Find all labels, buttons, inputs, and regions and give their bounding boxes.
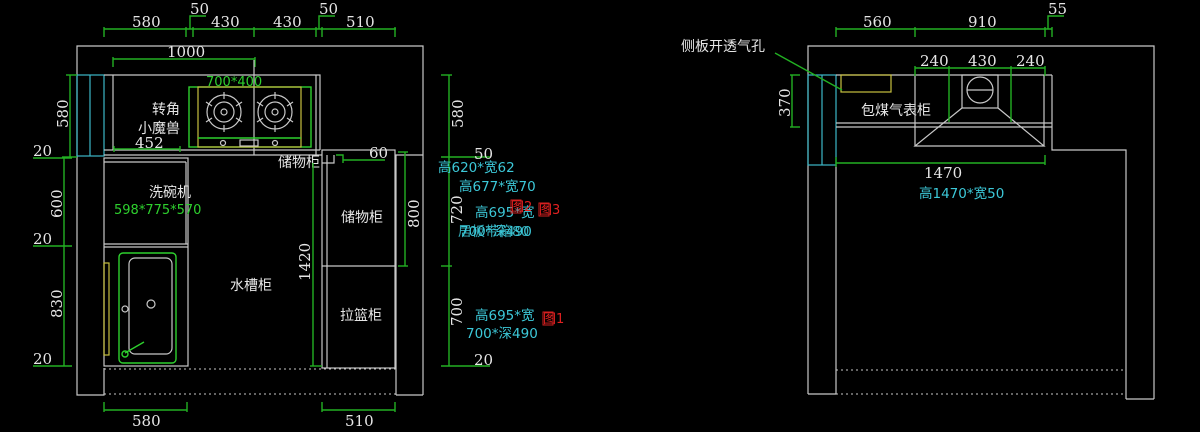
dim-700: 700: [448, 297, 466, 326]
dim-60: 60: [369, 144, 388, 162]
bottom-dims: 580 510: [103, 402, 396, 430]
vent-hole: [840, 74, 892, 93]
annotation-5: 高695*宽: [475, 307, 535, 324]
dim-800: 800: [405, 199, 423, 228]
figure-tag-3: 图3: [539, 203, 560, 218]
vent-note-label: 侧板开透气孔: [681, 39, 765, 55]
basket-cabinet-label: 拉篮柜: [340, 308, 382, 324]
range-hood: [913, 74, 1046, 147]
annotation-2: 高677*宽70: [459, 178, 536, 195]
svg-text:1000: 1000: [167, 43, 205, 61]
dim-50-right: 50: [474, 145, 493, 163]
wall-cabinets-right: 包煤气表柜: [836, 74, 1052, 128]
annotation-3: 高695*宽: [475, 204, 535, 221]
burner-left-icon: [205, 92, 243, 132]
size-annotations: 高620*宽62 高677*宽70 高695*宽 700*深490 居板带箱80…: [438, 159, 538, 342]
dim-452: 452: [113, 134, 181, 152]
corner-label-2: 小魔兽: [138, 121, 180, 137]
dim-1000: 1000: [112, 43, 256, 67]
left-vertical-dims: 580 20 600 20 830 20: [33, 74, 77, 368]
dim-830: 830: [48, 289, 66, 318]
dim-580-top: 580: [132, 13, 161, 31]
dim-240-right: 240: [1016, 52, 1045, 70]
svg-text:1470: 1470: [924, 164, 962, 182]
hob-size-label: 700*400: [206, 75, 262, 90]
dim-240-left: 240: [920, 52, 949, 70]
dishwasher-cabinet: 洗碗机 598*775*570: [103, 157, 201, 367]
corner-label-1: 转角: [152, 102, 180, 118]
annotation-6: 700*深490: [466, 326, 538, 342]
room-outline: [76, 45, 424, 396]
right-vertical-dims: 580 50 720 700 20: [441, 74, 493, 369]
meter-cabinet-label: 包煤气表柜: [861, 103, 931, 119]
dim-510-bottom: 510: [345, 412, 374, 430]
figure-tag-2: 图2: [511, 200, 532, 215]
svg-text:370: 370: [776, 88, 794, 117]
vent-note: 侧板开透气孔: [681, 39, 843, 91]
sink-unit: 水槽柜: [103, 252, 272, 364]
panel-size-annotation: 高1470*宽50: [919, 185, 1004, 202]
figure-tags: 图2 图3 图1: [510, 199, 564, 327]
top-dimension-chain-right: 560 910 55: [835, 0, 1067, 37]
dim-720: 720: [448, 195, 466, 224]
dim-50-top-b: 50: [319, 0, 338, 18]
dim-430-a: 430: [211, 13, 240, 31]
hob-display-icon: [239, 139, 259, 147]
dim-55: 55: [1048, 0, 1067, 18]
dim-560: 560: [863, 13, 892, 31]
gas-hob: 700*400: [188, 75, 312, 148]
dim-20-b: 20: [33, 230, 52, 248]
storage-cabinet-label: 储物柜: [341, 210, 383, 226]
dim-1420: 1420: [296, 243, 314, 281]
annotation-4: 700*深490: [460, 224, 532, 240]
dim-600: 600: [48, 189, 66, 218]
top-dimension-chain: 580 50 430 430 50 510: [103, 0, 396, 37]
room-outline-right: [807, 45, 1155, 400]
dishwasher-label: 洗碗机: [149, 185, 191, 201]
dim-510-top: 510: [346, 13, 375, 31]
dim-580-left: 580: [54, 99, 72, 128]
dim-50-top-a: 50: [190, 0, 209, 18]
dim-910: 910: [968, 13, 997, 31]
knob-right-icon: [271, 139, 279, 147]
right-tall-cabinet: 储物柜 储物柜 拉篮柜 60 1420 800: [278, 144, 423, 369]
left-elevation: 580 50 430 430 50 510 1000: [33, 0, 564, 430]
dim-580-right: 580: [449, 99, 467, 128]
annotation-1: 高620*宽62: [438, 159, 515, 176]
dishwasher-size: 598*775*570: [114, 203, 201, 218]
dim-20-c: 20: [33, 350, 52, 368]
annotation-4-overlap: 居板带箱80: [458, 224, 529, 240]
knob-left-icon: [219, 139, 227, 147]
dim-430-b: 430: [273, 13, 302, 31]
dim-20-a: 20: [33, 142, 52, 160]
dim-20-right: 20: [474, 351, 493, 369]
sink-cabinet-label: 水槽柜: [230, 278, 272, 294]
svg-text:452: 452: [135, 134, 164, 152]
side-panel-column: [76, 74, 105, 157]
small-storage-label: 储物柜: [278, 155, 320, 171]
dim-1470: 1470: [835, 155, 1046, 182]
dim-430-hood: 430: [968, 52, 997, 70]
figure-tag-1: 图1: [543, 312, 564, 327]
dim-580-bottom: 580: [132, 412, 161, 430]
hood-dims: 240 430 240: [914, 52, 1046, 122]
burner-right-icon: [256, 92, 294, 132]
side-panel-column-right: [807, 74, 837, 166]
dim-370: 370: [776, 74, 800, 128]
upper-countertop: [104, 60, 322, 156]
right-elevation: 560 910 55 包煤气表柜: [681, 0, 1155, 400]
